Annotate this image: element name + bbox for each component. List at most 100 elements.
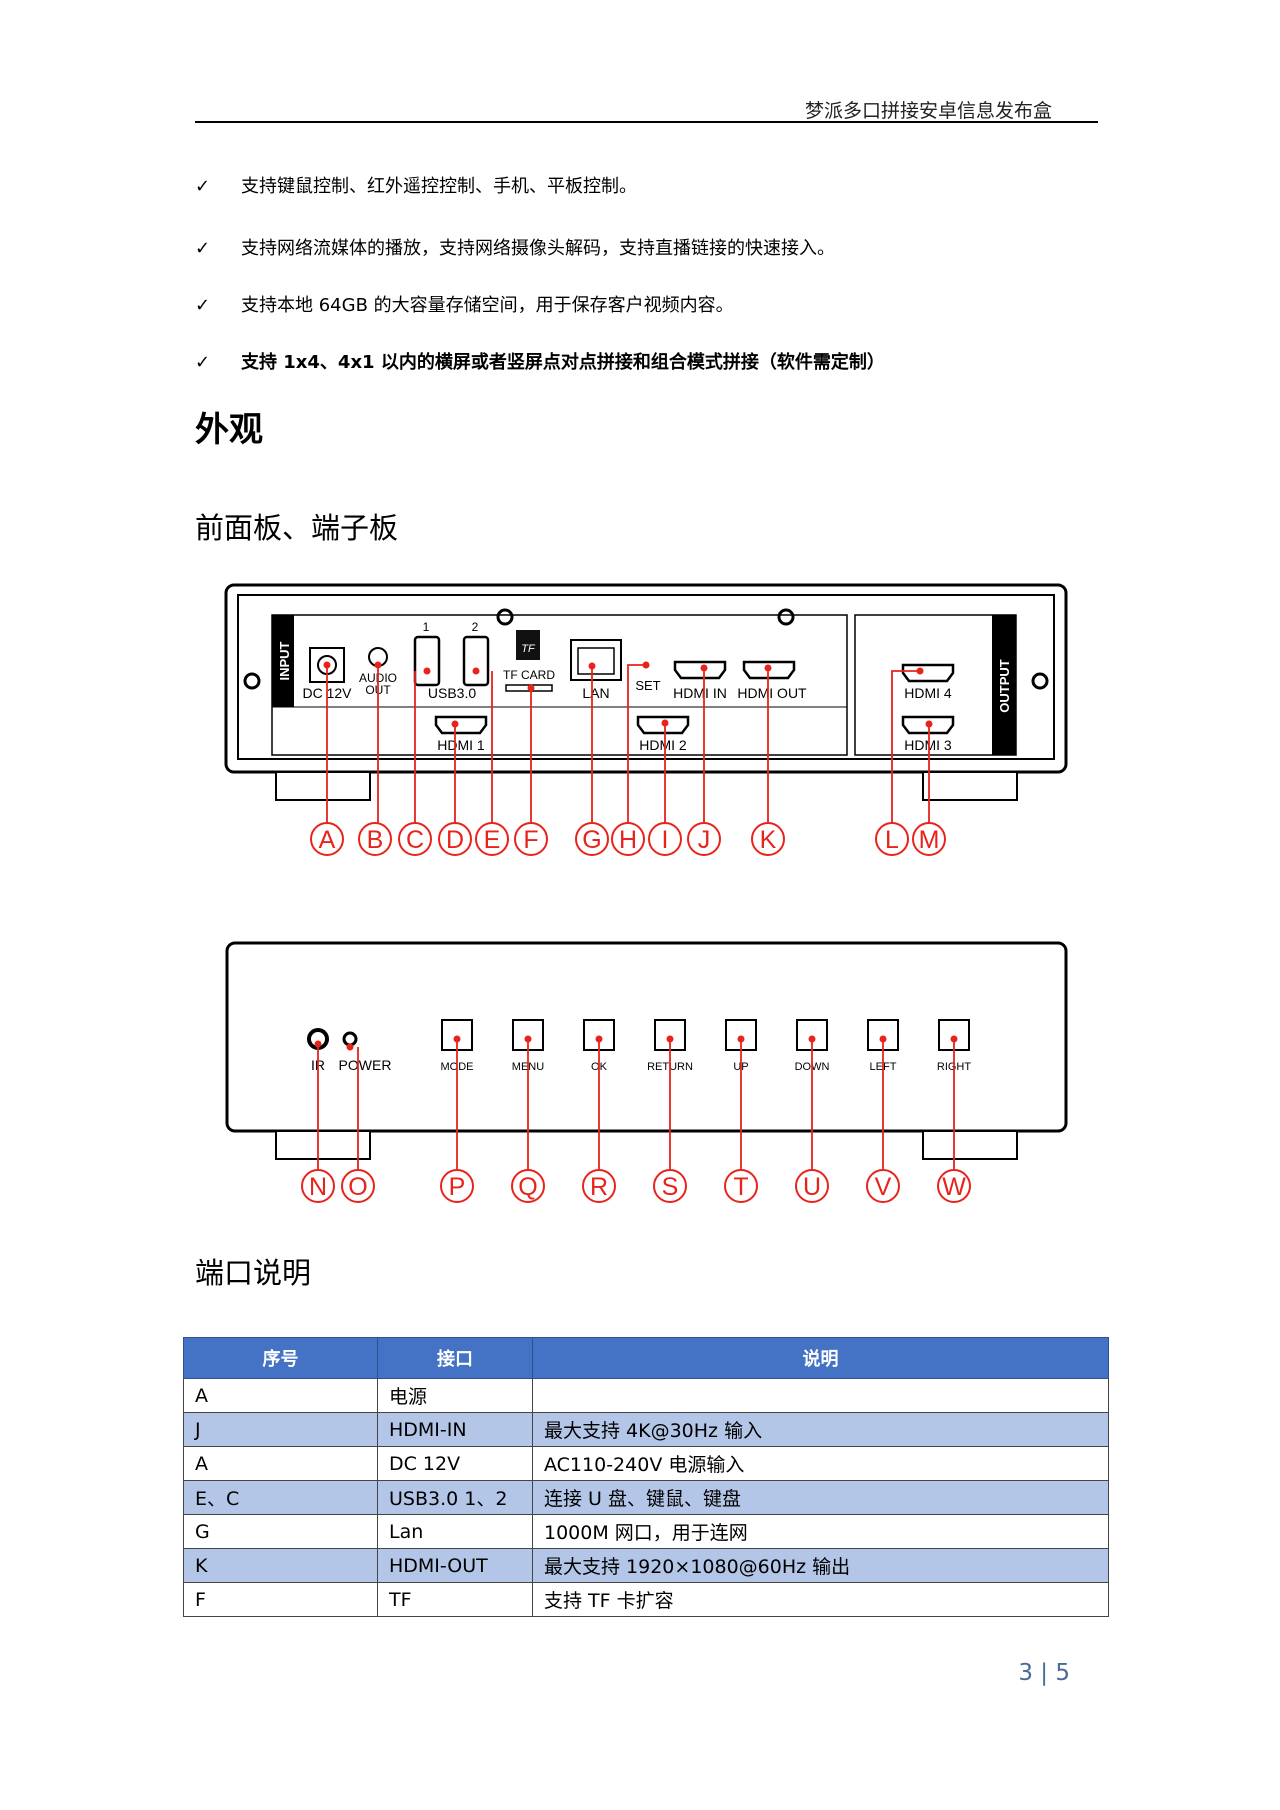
callout-circle <box>687 822 721 856</box>
callout-circle <box>310 822 344 856</box>
leader-dot <box>453 1035 461 1043</box>
leader-dot <box>950 1035 958 1043</box>
callout-circle <box>582 1169 616 1203</box>
feature-item: ✓支持网络流媒体的播放，支持网络摄像头解码，支持直播链接的快速接入。 <box>195 234 835 260</box>
header-divider <box>195 121 1098 123</box>
power-led-icon <box>342 1031 358 1047</box>
front-leader-dots <box>314 1040 354 1051</box>
callout-letter: V <box>875 1173 892 1201</box>
input-label: INPUT <box>277 641 292 680</box>
cell-index: A <box>183 1446 378 1481</box>
feature-text: 支持 1x4、4x1 以内的横屏或者竖屏点对点拼接和组合模式拼接（软件需定制） <box>241 352 885 373</box>
callout-letter: B <box>367 826 384 854</box>
cell-description: 连接 U 盘、键鼠、键盘 <box>532 1480 1109 1515</box>
usb-number: 2 <box>472 620 479 634</box>
front-leader-lines <box>317 1044 359 1170</box>
page-number: 3 | 5 <box>1018 1660 1070 1686</box>
cell-port: USB3.0 1、2 <box>377 1480 533 1515</box>
callout-letter: H <box>619 826 637 854</box>
feature-item: ✓ 支持键鼠控制、红外遥控控制、手机、平板控制。 <box>195 172 637 198</box>
callout-letter: K <box>760 826 777 854</box>
hdmi-in-port-icon <box>673 660 727 680</box>
leader-dot <box>879 1035 887 1043</box>
table-row: E、C USB3.0 1、2 连接 U 盘、键鼠、键盘 <box>183 1480 1109 1515</box>
callout-circle <box>440 1169 474 1203</box>
leader-dot <box>524 1035 532 1043</box>
check-icon: ✓ <box>195 238 211 259</box>
front-button-leaders <box>453 1035 958 1170</box>
header-index: 序号 <box>183 1337 378 1379</box>
callout-circle <box>514 822 548 856</box>
table-row: G Lan 1000M 网口，用于连网 <box>183 1514 1109 1549</box>
front-button-icon <box>938 1019 970 1051</box>
usb-label: USB3.0 <box>428 685 476 701</box>
hdmi4-label: HDMI 4 <box>904 685 952 701</box>
leader-dot <box>808 1035 816 1043</box>
foot <box>922 771 1018 801</box>
callout-circle <box>724 1169 758 1203</box>
rear-leader-dots <box>323 661 933 728</box>
callout-letter: J <box>698 826 711 854</box>
callout-letter: O <box>348 1173 367 1201</box>
check-icon: ✓ <box>195 176 211 197</box>
callout-circle <box>937 1169 971 1203</box>
feature-item: ✓ 支持本地 64GB 的大容量存储空间，用于保存客户视频内容。 <box>195 291 734 317</box>
table-header-row: 序号 接口 说明 <box>183 1337 1109 1379</box>
leader-dot <box>666 1035 674 1043</box>
callout-circle <box>341 1169 375 1203</box>
cell-index: J <box>183 1412 378 1447</box>
feature-item: ✓ 支持 1x4、4x1 以内的横屏或者竖屏点对点拼接和组合模式拼接（软件需定制） <box>195 348 885 374</box>
callout-letter: E <box>484 826 501 854</box>
cell-port: DC 12V <box>377 1446 533 1481</box>
usb-port-icon <box>413 635 441 687</box>
table-row: A DC 12V AC110-240V 电源输入 <box>183 1446 1109 1481</box>
feature-text: 支持键鼠控制、红外遥控控制、手机、平板控制。 <box>241 176 637 197</box>
cell-port: 电源 <box>377 1378 533 1413</box>
tf-icon-label: TF <box>521 643 536 655</box>
callout-letter: P <box>449 1173 466 1201</box>
section-title: 外观 <box>195 410 263 450</box>
usb-number: 1 <box>423 620 430 634</box>
cell-description <box>532 1378 1109 1413</box>
input-label-bar <box>272 615 294 707</box>
front-case <box>225 941 1068 1133</box>
callout-circle <box>511 1169 545 1203</box>
callout-letter: D <box>446 826 464 854</box>
lan-label: LAN <box>582 685 609 701</box>
foot <box>275 1130 371 1160</box>
check-icon: ✓ <box>195 352 211 373</box>
front-buttons: MODEMENUOKRETURNUPDOWNLEFTRIGHT <box>441 1019 971 1170</box>
output-label-bar <box>992 615 1016 755</box>
cell-port: Lan <box>377 1514 533 1549</box>
hdmi-out-label: HDMI OUT <box>737 685 807 701</box>
hdmi2-label: HDMI 2 <box>639 737 687 753</box>
hdmi1-port-icon <box>434 715 488 735</box>
callout-letter: L <box>885 826 899 854</box>
screw-icon <box>1031 672 1049 690</box>
callout-letter: W <box>942 1173 966 1201</box>
usb-port-icon <box>462 635 490 687</box>
cell-description: AC110-240V 电源输入 <box>532 1446 1109 1481</box>
table-row: F TF 支持 TF 卡扩容 <box>183 1582 1109 1617</box>
callout-circle <box>795 1169 829 1203</box>
output-label: OUTPUT <box>997 659 1012 713</box>
hdmi4-port-icon <box>901 663 955 683</box>
check-icon: ✓ <box>195 295 211 316</box>
header-port: 接口 <box>377 1337 533 1379</box>
rear-panel-diagram: INPUT OUTPUT DC 12V AUDIO OUT 1 2 USB3.0… <box>224 583 1068 1203</box>
screw-icon <box>243 672 261 690</box>
cell-index: E、C <box>183 1480 378 1515</box>
callout-letter: R <box>590 1173 608 1201</box>
cell-port: TF <box>377 1582 533 1617</box>
cell-port: HDMI-OUT <box>377 1548 533 1583</box>
header-title: 梦派多口拼接安卓信息发布盒 <box>804 100 1052 122</box>
callout-circle <box>438 822 472 856</box>
cell-description: 支持 TF 卡扩容 <box>532 1582 1109 1617</box>
callout-circle <box>475 822 509 856</box>
feature-text: 支持本地 64GB 的大容量存储空间，用于保存客户视频内容。 <box>241 295 734 316</box>
callout-letter: T <box>733 1173 748 1201</box>
callout-circle <box>358 822 392 856</box>
hdmi1-label: HDMI 1 <box>437 737 485 753</box>
